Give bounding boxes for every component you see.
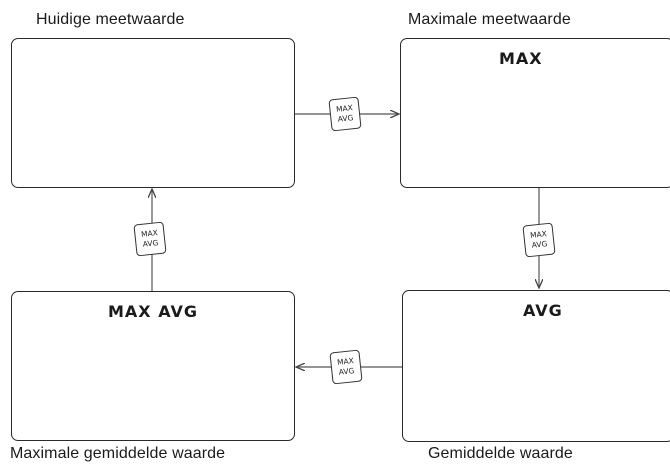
key-line-avg: AVG xyxy=(531,239,548,250)
caption-avg: Gemiddelde waarde xyxy=(428,445,573,462)
max-avg-key-3: MAX AVG xyxy=(329,349,363,385)
caption-max: Maximale meetwaarde xyxy=(408,11,571,28)
display-avg: AVG xyxy=(402,290,670,442)
mode-label-maxavg: MAX AVG xyxy=(108,302,199,321)
max-avg-key-4: MAX AVG xyxy=(133,221,167,257)
caption-maxavg: Maximale gemiddelde waarde xyxy=(10,445,226,462)
max-avg-key-1: MAX AVG xyxy=(328,96,362,132)
display-current xyxy=(11,38,295,188)
key-line-avg: AVG xyxy=(337,113,354,124)
mode-label-avg: AVG xyxy=(523,301,563,320)
display-maxavg: MAX AVG xyxy=(11,291,295,441)
display-max: MAX xyxy=(400,38,670,188)
key-line-avg: AVG xyxy=(338,366,355,377)
max-avg-key-2: MAX AVG xyxy=(522,222,556,258)
caption-current: Huidige meetwaarde xyxy=(36,11,185,28)
mode-label-max: MAX xyxy=(499,49,543,68)
key-line-avg: AVG xyxy=(142,238,159,249)
